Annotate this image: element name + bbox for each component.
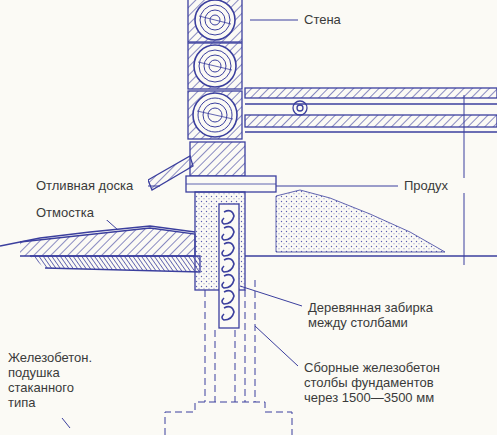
stroke bbox=[245, 290, 246, 402]
crown-beam bbox=[190, 142, 245, 176]
leader-line bbox=[276, 186, 398, 187]
blind-area bbox=[20, 228, 195, 256]
part-label: Деревянная забирка между столбами bbox=[306, 300, 472, 330]
stroke bbox=[245, 131, 497, 132]
vent bbox=[186, 176, 276, 192]
subfloor bbox=[245, 115, 497, 127]
stroke bbox=[197, 111, 233, 119]
log bbox=[188, 0, 242, 42]
part-label: Отливная доска bbox=[34, 178, 148, 193]
leader-line bbox=[255, 326, 298, 366]
stroke bbox=[198, 62, 232, 70]
drip-board bbox=[148, 156, 193, 190]
part-label: Продух bbox=[402, 178, 476, 193]
floor-board bbox=[245, 88, 497, 98]
log bbox=[188, 43, 242, 89]
part-label: Стена bbox=[302, 12, 376, 27]
leader-line bbox=[62, 418, 70, 428]
joist bbox=[293, 101, 307, 115]
stroke bbox=[165, 402, 292, 435]
ground-layer bbox=[30, 256, 200, 272]
stroke bbox=[245, 103, 497, 104]
leader-line bbox=[250, 20, 298, 21]
stroke bbox=[199, 16, 231, 24]
planking bbox=[219, 204, 239, 328]
stroke bbox=[205, 290, 206, 402]
log bbox=[188, 91, 242, 139]
stroke bbox=[235, 330, 236, 402]
part-label: Сборные железобетон столбы фундаментов ч… bbox=[302, 360, 468, 405]
stroke bbox=[186, 184, 276, 185]
stroke bbox=[255, 280, 256, 402]
part-label: Отмостка bbox=[34, 205, 118, 220]
part-label: Железобетон. подушка стаканного типа bbox=[6, 350, 102, 410]
stroke bbox=[245, 255, 497, 256]
stroke bbox=[215, 330, 216, 402]
leader-line bbox=[240, 286, 302, 306]
sand-fill bbox=[276, 190, 445, 252]
